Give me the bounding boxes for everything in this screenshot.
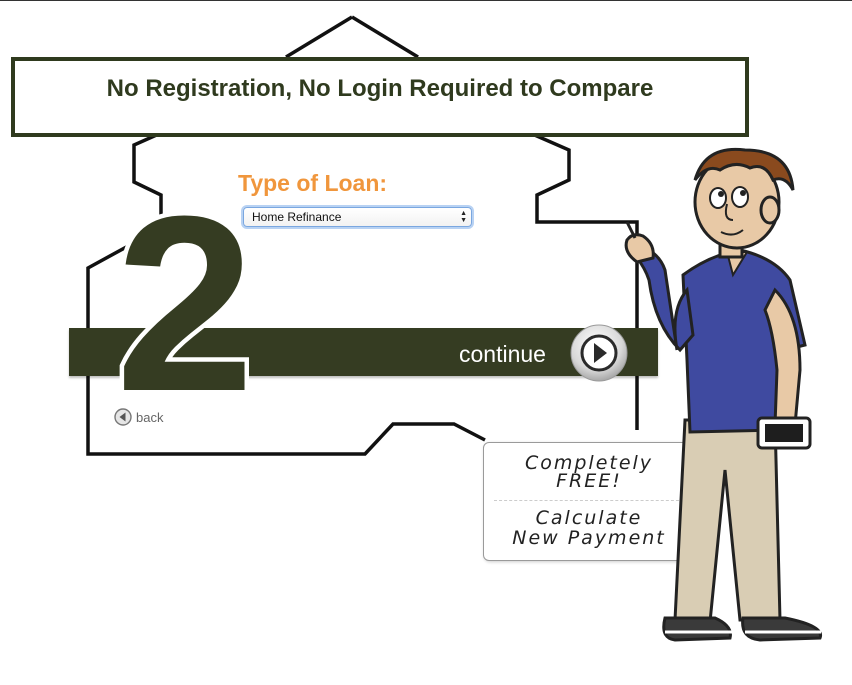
promo-line-completely: Completely <box>524 452 654 474</box>
arrow-left-circle-icon <box>114 408 132 426</box>
step-number-2-graphic: 2 <box>111 198 259 403</box>
promo-line-calculate: Calculate <box>535 507 643 529</box>
back-button[interactable]: back <box>114 407 163 427</box>
continue-button[interactable]: continue <box>450 323 635 383</box>
loan-type-label: Type of Loan: <box>238 170 388 196</box>
promo-box: Completely FREE! Calculate New Payment <box>483 442 695 561</box>
promo-divider <box>494 500 684 501</box>
step-number: 2 <box>115 198 254 403</box>
continue-label: continue <box>459 341 546 367</box>
cartoon-man-illustration <box>624 147 823 642</box>
continue-bar <box>69 328 658 376</box>
no-registration-banner: No Registration, No Login Required to Co… <box>11 57 749 137</box>
banner-text: No Registration, No Login Required to Co… <box>106 75 654 102</box>
arrow-right-circle-icon <box>570 324 628 382</box>
loan-type-selected-value: Home Refinance <box>252 210 342 224</box>
promo-line-new-payment: New Payment <box>512 527 666 549</box>
select-arrows-icon: ▲▼ <box>460 210 467 224</box>
back-label: back <box>136 409 164 425</box>
loan-type-select[interactable]: Home Refinance ▲▼ <box>243 207 472 227</box>
promo-line-free: FREE! <box>556 470 622 492</box>
top-divider <box>0 0 852 1</box>
